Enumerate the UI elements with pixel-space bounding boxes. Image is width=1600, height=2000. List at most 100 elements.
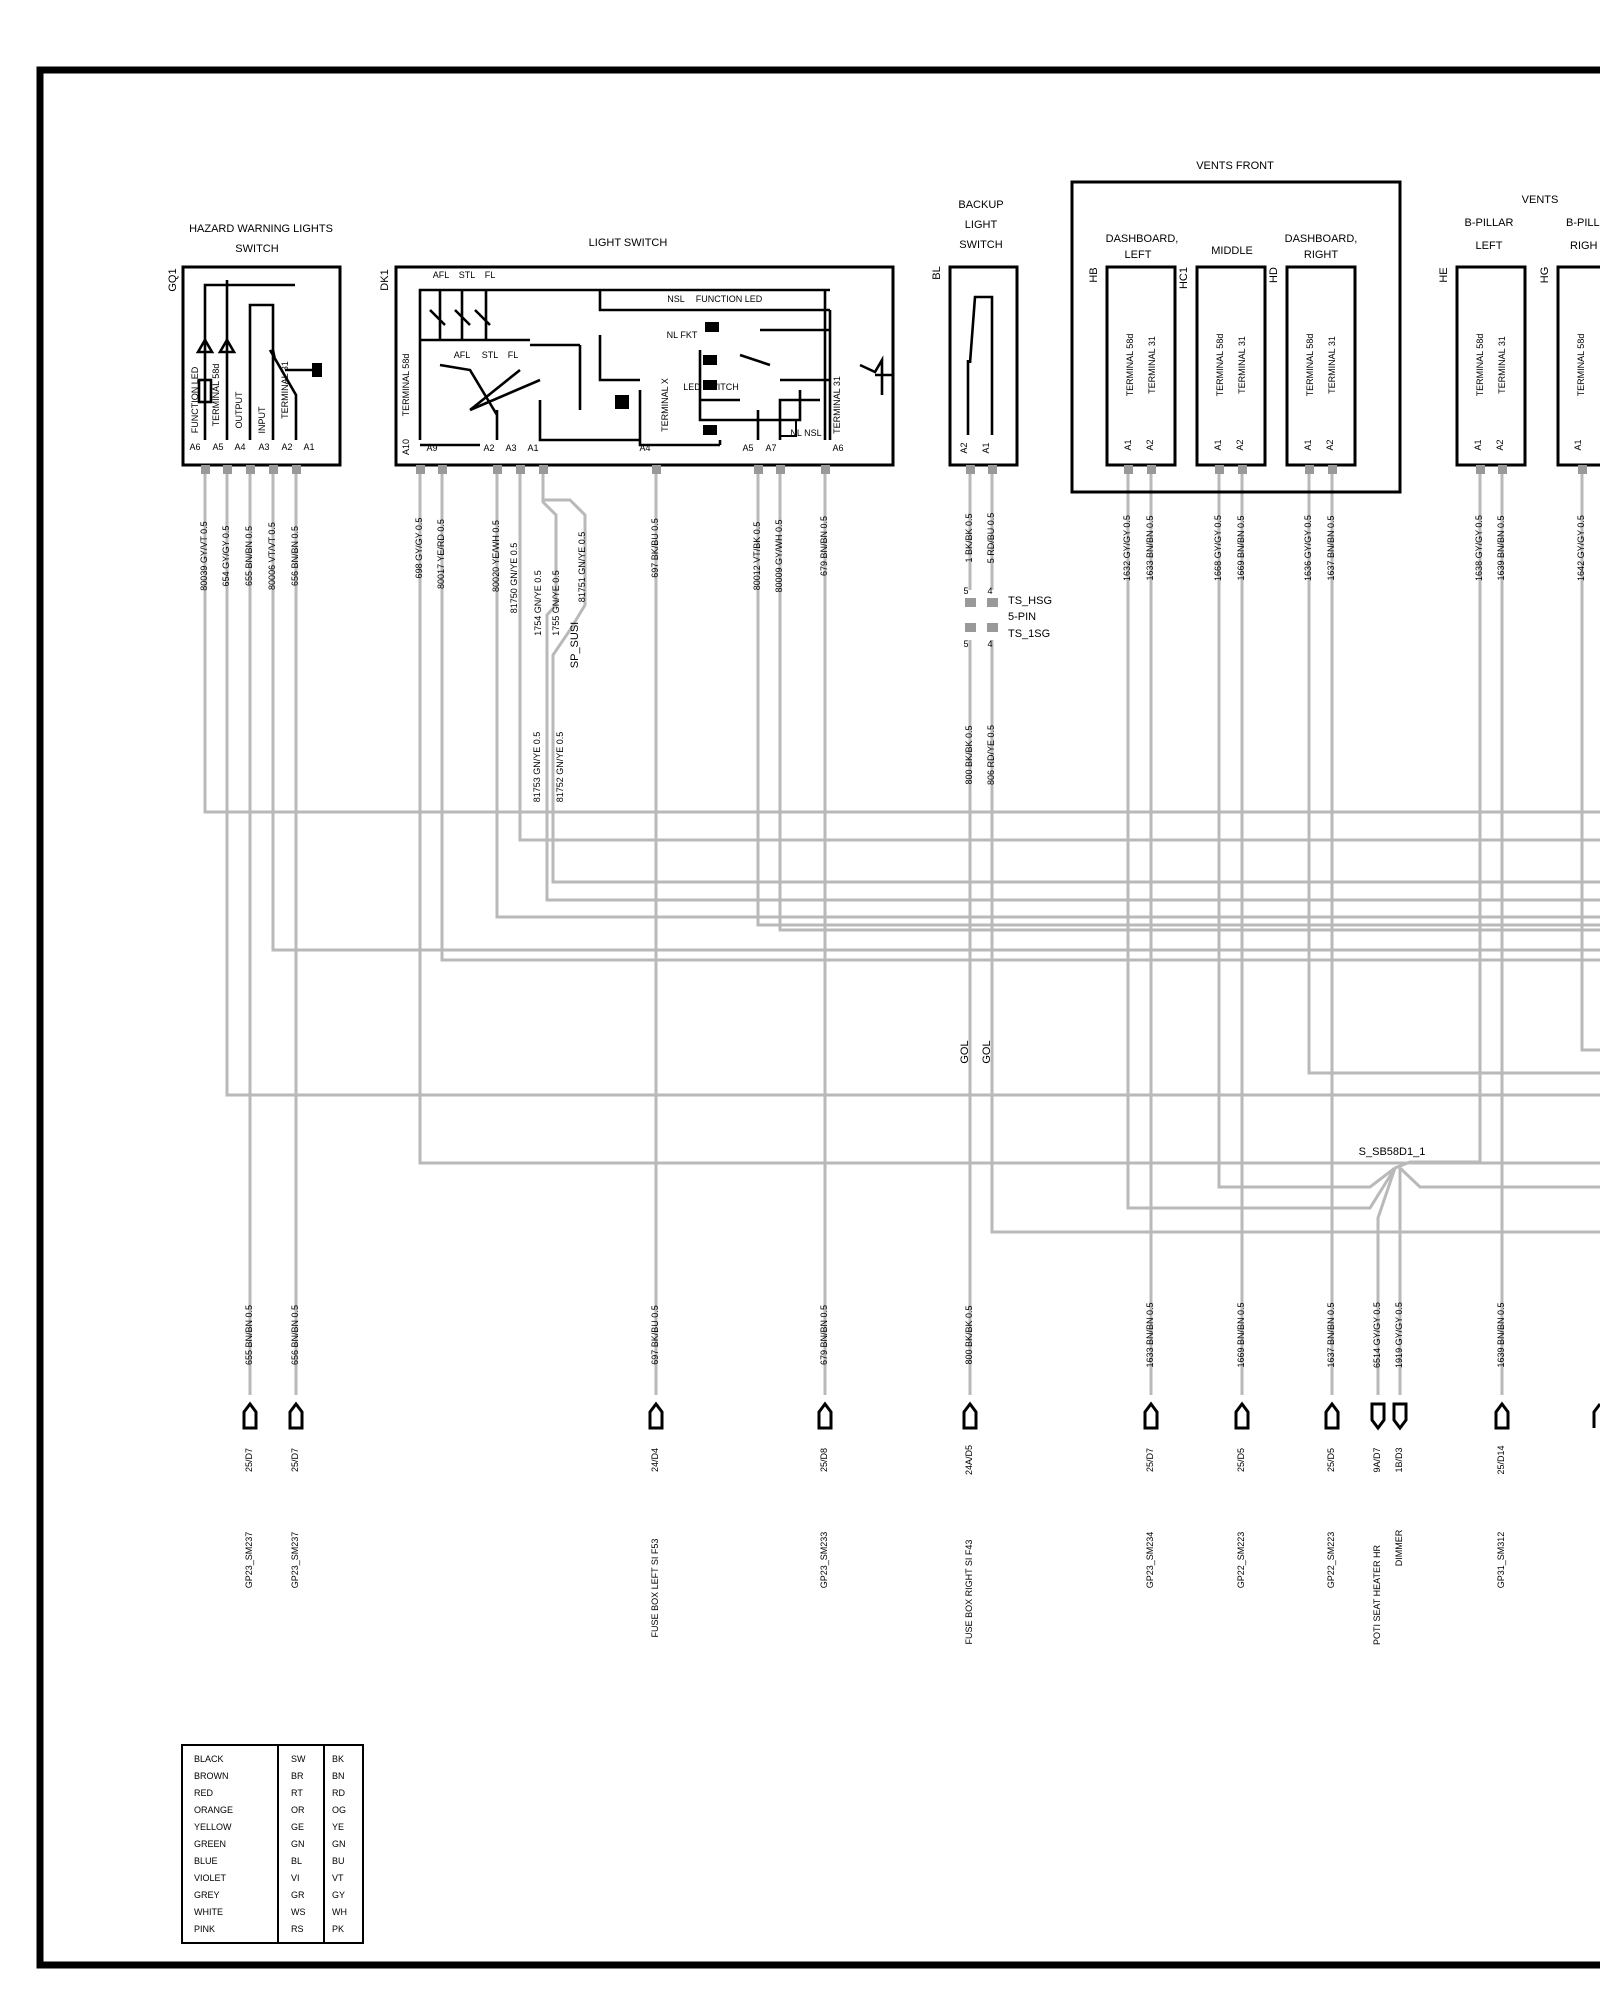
hb-pin-a1: A1 <box>1123 439 1133 450</box>
wire-label: 656 BN/BN 0.5 <box>290 1305 300 1365</box>
wire-label: 1919 GY/GY 0.5 <box>1394 1302 1404 1368</box>
gq1-pin-a2: A2 <box>281 442 292 452</box>
wire-label: 1668 GY/GY 0.5 <box>1213 515 1223 581</box>
hb-int-1: TERMINAL 58d <box>1125 334 1135 397</box>
legend-code-en: VT <box>332 1873 344 1883</box>
ref-label: 24A/D5 <box>964 1445 974 1475</box>
bl-pin-a2: A2 <box>959 442 969 453</box>
dk1-mid-afl: AFL <box>454 350 471 360</box>
wire-label: 679 BN/BN 0.5 <box>819 1305 829 1365</box>
dk1-pin-a1: A1 <box>527 443 538 453</box>
destination-labels: GP23_SM237 GP23_SM237 FUSE BOX LEFT SI F… <box>244 1529 1506 1645</box>
dk1-int-led: LED SWITCH <box>683 382 739 392</box>
conn-pin-5b: 5 <box>963 639 968 649</box>
hb-id: HB <box>1088 267 1100 282</box>
ref-label: 25/D8 <box>819 1448 829 1472</box>
wire-label: 1639 BN/BN 0.5 <box>1496 1302 1506 1367</box>
wire-labels-bottom: 655 BN/BN 0.5 656 BN/BN 0.5 697 BK/BU 0.… <box>244 1302 1506 1368</box>
wire-label: 656 BN/BN 0.5 <box>290 526 300 586</box>
wire-label: 80039 GY/VT 0.5 <box>199 521 209 590</box>
dk1-pin-a7: A7 <box>765 443 776 453</box>
dk1-int-t31: TERMINAL 31 <box>832 376 842 434</box>
destination-label: GP23_SM233 <box>819 1532 829 1589</box>
wire-label: 679 BN/BN 0.5 <box>819 516 829 576</box>
wire-label: 81753 GN/YE 0.5 <box>532 732 542 803</box>
hc1-title: MIDDLE <box>1211 245 1253 257</box>
terminal-arrow-icon <box>1234 1401 1250 1430</box>
pin-stubs <box>201 465 1587 474</box>
terminal-arrow-icon <box>817 1401 833 1430</box>
wire-label: 80017 YE/RD 0.5 <box>436 519 446 589</box>
dk1-pin-a4: A4 <box>639 443 650 453</box>
dk1-mid-stl: STL <box>482 350 499 360</box>
wire-label: 1633 BN/BN 0.5 <box>1145 1302 1155 1367</box>
bl-title-3: SWITCH <box>959 239 1002 251</box>
wire-label: 80020 YE/WH 0.5 <box>491 520 501 592</box>
dk1-int-fled: FUNCTION LED <box>696 294 763 304</box>
ref-label: 25/D5 <box>1326 1448 1336 1472</box>
wire-label: 1642 GY/GY 0.5 <box>1576 515 1586 581</box>
legend-code-en: GY <box>332 1890 345 1900</box>
ref-label: 9A/D7 <box>1372 1447 1382 1472</box>
legend-color-name: BLACK <box>194 1754 224 1764</box>
legend-code-en: PK <box>332 1924 344 1934</box>
conn-label-bottom: TS_1SG <box>1008 628 1050 640</box>
hd-int-1: TERMINAL 58d <box>1305 334 1315 397</box>
terminal-arrow-down-icon <box>1370 1402 1386 1431</box>
legend-code-de: RT <box>291 1788 303 1798</box>
hb-int-2: TERMINAL 31 <box>1147 336 1157 394</box>
dk1-title: LIGHT SWITCH <box>589 237 668 249</box>
conn-pin-4b: 4 <box>987 639 992 649</box>
terminal-arrow-icon <box>242 1401 258 1430</box>
gq1-int-3: OUTPUT <box>234 391 244 429</box>
hg-pin-a1: A1 <box>1573 439 1583 450</box>
legend-color-name: ORANGE <box>194 1805 233 1815</box>
legend-code-en: BK <box>332 1754 344 1764</box>
bl-id: BL <box>931 266 943 279</box>
destination-label: POTI SEAT HEATER HR <box>1372 1544 1382 1645</box>
bl-title-1: BACKUP <box>958 199 1003 211</box>
legend-color-name: GREEN <box>194 1839 226 1849</box>
destination-label: GP23_SM234 <box>1145 1532 1155 1589</box>
wire-label: 655 BN/BN 0.5 <box>244 526 254 586</box>
hg-int-1: TERMINAL 58d <box>1576 334 1586 397</box>
wire-label: 1638 GY/GY 0.5 <box>1474 515 1484 581</box>
wire-label: 1669 BN/BN 0.5 <box>1236 515 1246 580</box>
legend-code-en: BN <box>332 1771 345 1781</box>
hg-title-2: RIGH <box>1570 240 1598 252</box>
conn-pin-4a: 4 <box>987 586 992 596</box>
component-bl: BACKUP LIGHT SWITCH BL A2 A1 <box>931 199 1019 467</box>
wire-label: 80009 GY/WH 0.5 <box>774 519 784 592</box>
terminal-arrow-icon <box>1592 1403 1600 1428</box>
ref-label: 1B/D3 <box>1394 1447 1404 1472</box>
terminal-arrow-icon <box>1494 1401 1510 1430</box>
component-gq1: HAZARD WARNING LIGHTS SWITCH GQ1 FUNCTIO… <box>167 223 342 467</box>
destination-label: GP23_SM237 <box>244 1532 254 1589</box>
component-dk1: LIGHT SWITCH DK1 AFL STL FL AFL STL FL T… <box>379 237 895 467</box>
terminal-arrow-icon <box>648 1401 664 1430</box>
gq1-int-5: TERMINAL 31 <box>280 361 290 419</box>
legend-code-en: BU <box>332 1856 345 1866</box>
wire-label: 81751 GN/YE 0.5 <box>577 532 587 603</box>
dk1-pin-a6: A6 <box>832 443 843 453</box>
gq1-int-4: INPUT <box>257 406 267 434</box>
ref-label: 25/D14 <box>1496 1445 1506 1474</box>
wire-label: 1669 BN/BN 0.5 <box>1236 1302 1246 1367</box>
dk1-pin-a2: A2 <box>483 443 494 453</box>
wire-label: 80006 VT/VT 0.5 <box>267 522 277 590</box>
dk1-top-fl: FL <box>485 270 496 280</box>
dk1-id: DK1 <box>379 269 391 290</box>
legend-color-name: GREY <box>194 1890 220 1900</box>
ref-label: 24/D4 <box>650 1448 660 1472</box>
harness-wires <box>203 468 1600 1395</box>
wire-label: 1632 GY/GY 0.5 <box>1122 515 1132 581</box>
destination-label: FUSE BOX RIGHT SI F43 <box>964 1540 974 1645</box>
wire-label: 654 GY/GY 0.5 <box>221 526 231 587</box>
legend-color-name: BROWN <box>194 1771 229 1781</box>
gq1-title-2: SWITCH <box>235 243 278 255</box>
gq1-id: GQ1 <box>167 268 179 291</box>
legend-code-de: VI <box>291 1873 300 1883</box>
sheet-frame <box>36 66 1600 1969</box>
terminal-arrow-icon <box>1324 1401 1340 1430</box>
wire-label: 697 BK/BU 0.5 <box>650 518 660 578</box>
